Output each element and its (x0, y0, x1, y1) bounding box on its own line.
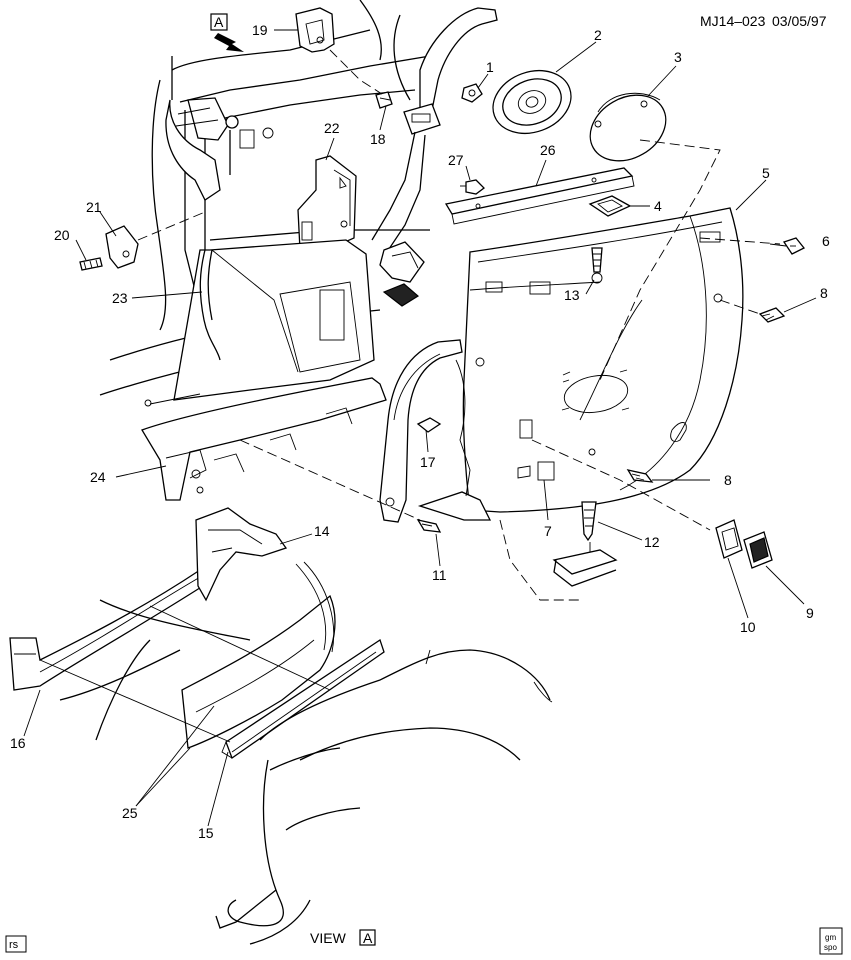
screw-8-lower (626, 469, 654, 483)
screw-11 (416, 519, 442, 533)
callout-5: 5 (762, 165, 770, 181)
callout-3: 3 (674, 49, 682, 65)
callout-12: 12 (644, 534, 660, 550)
callout-6: 6 (822, 233, 830, 249)
callout-19: 19 (252, 22, 268, 38)
speaker-grille-3 (589, 92, 667, 162)
rocker-line-a (59, 649, 181, 701)
diagram-code: MJ14–023 (700, 13, 766, 29)
callout-8-lower: 8 (724, 472, 732, 488)
callout-9: 9 (806, 605, 814, 621)
callout-10: 10 (740, 619, 756, 635)
screw-12 (581, 501, 597, 542)
trim-strip-26 (444, 167, 635, 225)
callout-18: 18 (370, 131, 386, 147)
corner-logo-box (819, 927, 843, 955)
seal-25 (181, 561, 336, 749)
callout-4: 4 (654, 198, 662, 214)
callout-24: 24 (90, 469, 106, 485)
leader-24-11 (239, 439, 421, 521)
leader-panel-10 (531, 439, 711, 531)
view-a-arrow: A (210, 13, 244, 52)
view-letter-box (359, 929, 376, 946)
callout-23: 23 (112, 290, 128, 306)
rail-15 (221, 638, 385, 760)
trim-piece-22 (297, 155, 357, 251)
speaker-2 (492, 70, 572, 134)
callout-7: 7 (544, 523, 552, 539)
callout-8-upper: 8 (820, 285, 828, 301)
corner-logo-top: gm (825, 933, 836, 942)
switch-bezel-10 (715, 519, 743, 559)
weatherstrip-23 (199, 249, 221, 361)
bracket-21 (105, 225, 139, 269)
callout-25: 25 (122, 805, 138, 821)
callout-2: 2 (594, 27, 602, 43)
rocker-line-c (99, 599, 251, 641)
pillar-trim-lower (379, 339, 492, 523)
callout-13: 13 (564, 287, 580, 303)
callout-14: 14 (314, 523, 330, 539)
callout-1: 1 (486, 59, 494, 75)
leader-plate-panel (499, 519, 580, 601)
callout-16: 16 (10, 735, 26, 751)
diagram-date: 03/05/97 (772, 13, 827, 29)
belt-guide-19 (295, 7, 335, 53)
callout-27: 27 (448, 152, 464, 168)
leader-panel-6 (699, 237, 781, 245)
leader-21-panel (137, 211, 206, 241)
leader-panel-8 (719, 299, 761, 315)
quarter-trim-panel-5 (462, 207, 744, 513)
bolt-18 (375, 91, 393, 109)
leader-grille-panel (599, 139, 721, 381)
callout-labels: 1 2 3 4 5 6 7 8 8 9 10 11 12 13 14 15 16… (10, 22, 830, 841)
sill-trim-24 (141, 239, 387, 501)
clip-27 (460, 179, 485, 195)
seat-belt-left (165, 56, 239, 201)
corner-logo-bottom: spo (824, 943, 837, 952)
screw-13 (591, 247, 603, 284)
leader-16-15 (39, 659, 231, 743)
callout-21: 21 (86, 199, 102, 215)
callout-11: 11 (432, 567, 447, 583)
bracket-14 (195, 507, 288, 602)
view-a-arrow-letter: A (214, 14, 224, 30)
seat-belt-upper (371, 7, 498, 307)
view-letter: A (363, 930, 373, 946)
callout-26: 26 (540, 142, 556, 158)
leader-16-14 (149, 605, 331, 691)
rocker-line-b (95, 639, 151, 741)
retainer-4 (588, 195, 632, 217)
corner-rs-text: rs (9, 939, 19, 951)
screw-6 (769, 237, 806, 255)
callout-15: 15 (198, 825, 214, 841)
leader-lines (23, 29, 817, 827)
corner-rs-box (5, 935, 27, 953)
mount-plate-12 (552, 549, 618, 587)
callout-20: 20 (54, 227, 70, 243)
screw-8-upper (758, 307, 786, 323)
rail-16 (9, 569, 207, 691)
bolt-20 (79, 257, 103, 271)
switch-9 (743, 531, 773, 569)
view-label: VIEW (310, 930, 347, 946)
quarter-outer-panel (215, 649, 553, 945)
screw-17 (416, 417, 442, 433)
callout-22: 22 (324, 120, 340, 136)
nut-1 (461, 83, 483, 103)
callout-17: 17 (420, 454, 436, 470)
